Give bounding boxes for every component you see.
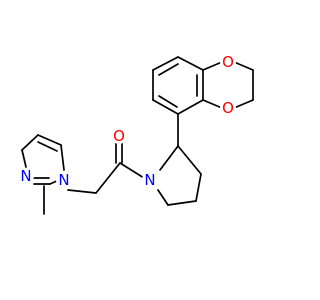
bond: [177, 99, 204, 115]
bond: [157, 189, 169, 206]
bond: [159, 145, 179, 171]
bond: [119, 162, 145, 179]
benzene-ring: [152, 56, 204, 115]
atom-label-n: N: [58, 171, 69, 189]
imidazole-ring: [21, 134, 65, 215]
atom-label-o: O: [222, 53, 234, 71]
bond: [233, 99, 254, 109]
bond: [95, 162, 121, 194]
atom-o-ring-top: O: [220, 53, 236, 71]
atom-label-o: O: [113, 127, 125, 145]
bond: [60, 144, 65, 171]
bond: [177, 145, 202, 175]
structure-svg: O O O N N N: [18, 53, 254, 215]
atom-n-imidazole-3: N: [18, 167, 34, 185]
bond-inner: [158, 95, 178, 108]
bond: [202, 99, 223, 109]
bond: [21, 134, 39, 151]
bond-inner: [37, 141, 58, 152]
molecule-diagram: O O O N N N: [18, 53, 254, 215]
bond: [233, 61, 254, 71]
atom-n-pyrrolidine: N: [142, 171, 158, 189]
bond: [177, 56, 204, 71]
bond: [202, 61, 223, 71]
bond: [195, 173, 202, 202]
pyrrolidine-ring: [157, 145, 202, 206]
bond: [37, 134, 62, 146]
bond: [21, 149, 27, 168]
bond: [67, 189, 97, 194]
bond-inner: [158, 63, 179, 76]
atom-label-n: N: [144, 171, 155, 189]
bond: [167, 200, 197, 206]
amide-group: [67, 141, 145, 194]
atom-label-n: N: [20, 167, 31, 185]
dioxane-ring: [202, 61, 254, 109]
bond: [152, 99, 179, 115]
bond: [152, 56, 179, 71]
atom-n-imidazole-1: N: [56, 171, 72, 189]
atom-o-ring-bottom: O: [220, 99, 236, 117]
atom-label-o: O: [222, 99, 234, 117]
atom-o-carbonyl: O: [111, 127, 127, 145]
